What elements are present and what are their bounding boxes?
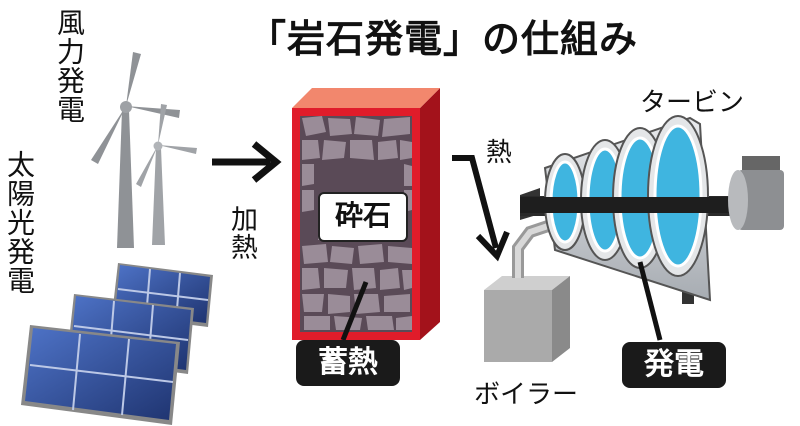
wind-turbine-icon [91,52,197,248]
heat-label: 熱 [486,138,513,168]
turbine-icon [520,115,760,341]
turbine-label: タービン [640,88,745,118]
generator-icon [728,156,784,230]
heating-label: 加熱 [226,205,257,261]
solar-panel-icon [21,263,213,425]
boiler-label: ボイラー [474,380,579,410]
power-generation-label: 発電 [622,342,726,388]
solar-power-label: 太陽光発電 [3,150,36,295]
diagram-title: 「岩石発電」の仕組み [248,17,639,61]
wind-power-label: 風力発電 [53,8,86,124]
boiler-icon [452,155,570,362]
arrow-right-icon [212,141,282,183]
gravel-label: 砕石 [318,192,408,242]
heat-storage-label: 蓄熱 [296,340,400,386]
